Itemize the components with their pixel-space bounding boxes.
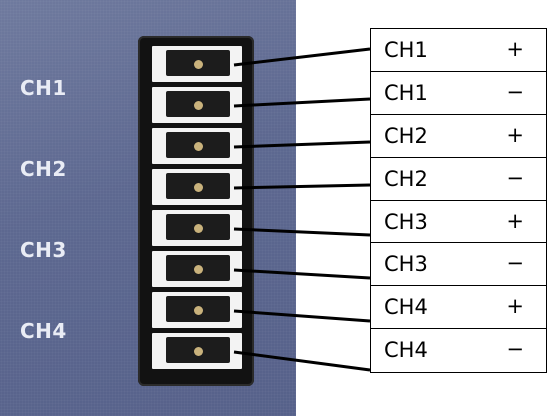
row-polarity: + xyxy=(506,122,524,147)
pinout-row: CH3 − xyxy=(371,243,546,287)
pinout-table: CH1 + CH1 − CH2 + CH2 − CH3 + CH3 − CH4 … xyxy=(370,28,547,373)
pinout-row: CH2 − xyxy=(371,158,546,201)
leader-line xyxy=(233,140,371,149)
pin-icon xyxy=(194,347,203,356)
terminal-4 xyxy=(152,169,242,205)
pin-icon xyxy=(194,224,203,233)
row-polarity: + xyxy=(506,294,524,319)
leader-line xyxy=(233,97,371,108)
leader-line xyxy=(233,183,371,190)
row-channel: CH2 xyxy=(384,166,428,191)
pin-icon xyxy=(194,142,203,151)
row-polarity: + xyxy=(506,37,524,61)
leader-line xyxy=(233,227,371,237)
panel-label-ch1: CH1 xyxy=(20,76,67,100)
leader-line xyxy=(233,47,371,67)
pin-icon xyxy=(194,101,203,110)
row-channel: CH2 xyxy=(384,123,428,148)
panel-label-ch2: CH2 xyxy=(20,157,67,181)
terminal-3 xyxy=(152,128,242,164)
panel-label-ch4: CH4 xyxy=(20,319,67,343)
terminal-8 xyxy=(152,333,242,369)
row-polarity: − xyxy=(506,165,524,190)
row-channel: CH4 xyxy=(384,338,428,363)
panel-label-ch3: CH3 xyxy=(20,238,67,262)
row-polarity: − xyxy=(506,337,524,362)
row-polarity: + xyxy=(506,208,524,233)
row-channel: CH4 xyxy=(384,295,428,320)
terminal-7 xyxy=(152,292,242,328)
pin-icon xyxy=(194,60,203,69)
pin-icon xyxy=(194,183,203,192)
terminal-5 xyxy=(152,210,242,246)
terminal-1 xyxy=(152,46,242,82)
row-channel: CH1 xyxy=(384,80,428,105)
pin-icon xyxy=(194,265,203,274)
pinout-row: CH4 + xyxy=(371,286,546,330)
row-polarity: − xyxy=(506,79,524,104)
pinout-row: CH3 + xyxy=(371,201,546,244)
leader-line xyxy=(233,268,371,280)
pinout-row: CH2 + xyxy=(371,115,546,158)
terminal-6 xyxy=(152,251,242,287)
terminal-2 xyxy=(152,87,242,123)
pin-icon xyxy=(194,306,203,315)
row-channel: CH3 xyxy=(384,252,428,277)
row-polarity: − xyxy=(506,251,524,276)
pinout-row: CH1 + xyxy=(371,29,546,72)
pinout-row: CH4 − xyxy=(371,329,546,372)
terminal-block-connector xyxy=(138,36,254,386)
leader-line xyxy=(233,350,371,372)
row-channel: CH1 xyxy=(384,38,428,62)
pinout-row: CH1 − xyxy=(371,72,546,115)
row-channel: CH3 xyxy=(384,209,428,234)
leader-line xyxy=(233,309,371,323)
